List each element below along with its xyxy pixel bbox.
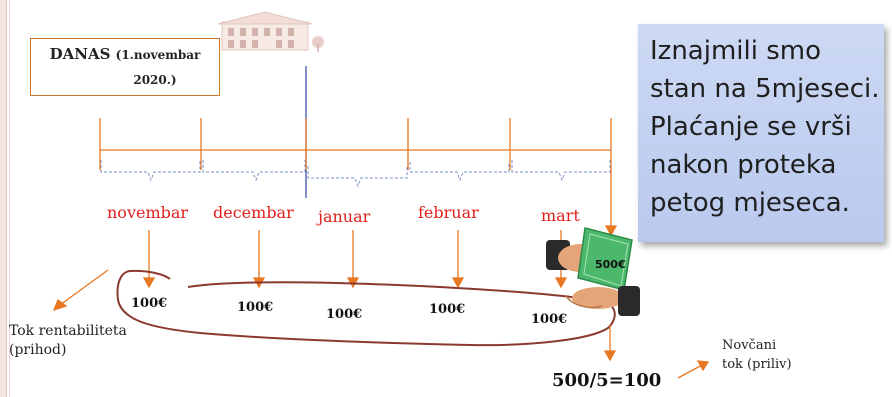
timeline [99, 118, 612, 170]
today-label: DANAS [49, 45, 111, 63]
amount-januar: 100€ [326, 307, 363, 322]
formula: 500/5=100 [552, 370, 662, 391]
money-hands-icon [546, 227, 640, 316]
left-decorative-rule-thin [9, 0, 10, 397]
today-date-part2: 2020.) [133, 73, 177, 87]
amount-novembar: 100€ [131, 296, 168, 311]
month-arrows [142, 170, 618, 289]
revenue-flow-note: Tok rentabiliteta (prihod) [9, 322, 127, 360]
month-label-februar: februar [418, 203, 479, 222]
amount-februar: 100€ [429, 302, 466, 317]
month-label-mart: mart [541, 206, 580, 225]
info-callout: Iznajmili smo stan na 5mjeseci. Plaćanje… [638, 24, 884, 242]
cash-flow-note-line-1: Novčani [722, 338, 777, 353]
month-braces [100, 160, 611, 188]
building-icon [217, 11, 324, 52]
left-decorative-rule [0, 0, 7, 397]
month-label-januar: januar [318, 207, 371, 226]
cash-flow-note: Novčani tok (priliv) [722, 336, 792, 374]
month-label-novembar: novembar [107, 203, 189, 222]
info-line-3: Plaćanje se vrši [650, 112, 852, 142]
info-line-1: Iznajmili smo [650, 36, 821, 66]
right-note-arrow [603, 325, 710, 379]
amount-decembar: 100€ [237, 300, 274, 315]
today-box: DANAS (1.novembar 2020.) [30, 38, 220, 96]
revenue-flow-note-line-2: (prihod) [9, 342, 67, 358]
today-date-part1: (1.novembar [115, 48, 201, 62]
cash-flow-note-line-2: tok (priliv) [722, 357, 792, 372]
money-amount-label: 500€ [595, 258, 626, 271]
left-note-arrow [52, 269, 109, 312]
month-label-decembar: decembar [213, 203, 294, 222]
info-line-5: petog mjeseca. [650, 188, 850, 218]
revenue-loop [116, 269, 616, 347]
info-line-4: nakon proteka [650, 150, 837, 180]
info-line-2: stan na 5mjeseci. [650, 74, 880, 104]
amount-mart: 100€ [531, 312, 568, 327]
revenue-flow-note-line-1: Tok rentabiliteta [9, 323, 127, 339]
